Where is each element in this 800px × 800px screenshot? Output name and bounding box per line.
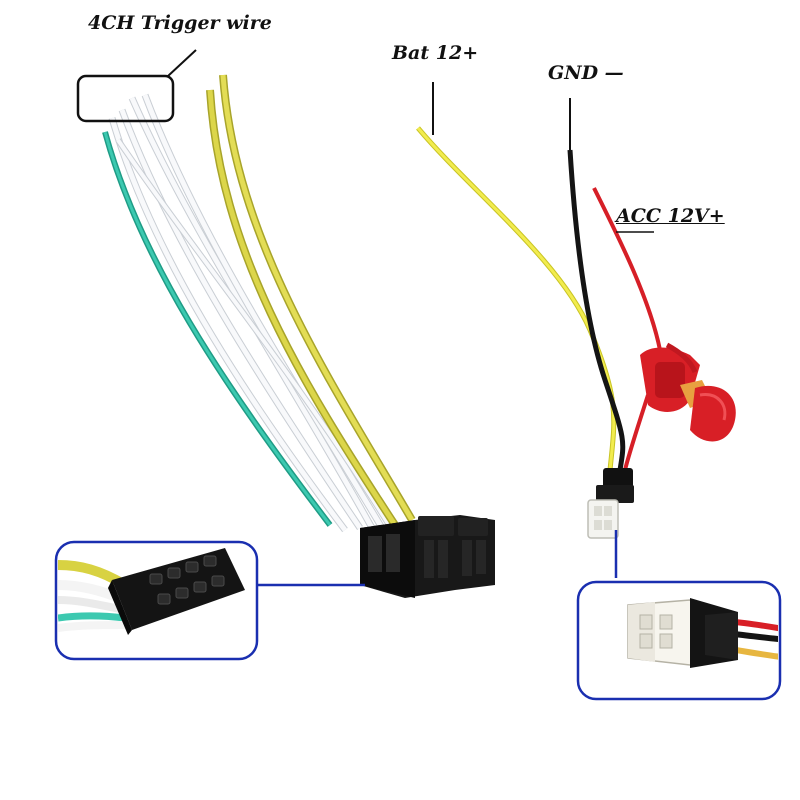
gnd-label: GND — xyxy=(548,62,624,84)
right-connector-zoom-callout xyxy=(576,580,782,701)
bat-12v-label: Bat 12+ xyxy=(392,42,479,64)
acc-12v-label: ACC 12V+ xyxy=(616,205,725,227)
power-wires xyxy=(416,126,662,471)
acc-red-wire xyxy=(592,187,662,351)
trigger-wire-callout-box xyxy=(76,74,175,123)
inline-fuse-holder xyxy=(640,342,736,442)
gnd-black-wire xyxy=(567,149,626,471)
main-12pin-connector xyxy=(360,515,495,598)
trigger-callout-leader xyxy=(167,49,197,77)
left-connector-zoom-callout xyxy=(54,540,259,661)
trigger-wire-label: 4CH Trigger wire xyxy=(88,12,272,34)
yellow-wire-2 xyxy=(219,74,416,523)
trigger-wire-bundle xyxy=(102,74,416,533)
small-white-connector xyxy=(587,468,634,539)
acc-red-wire-lower xyxy=(623,394,650,471)
